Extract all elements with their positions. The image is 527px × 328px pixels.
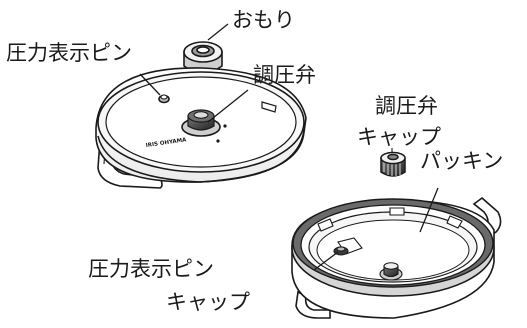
label-regulator-valve: 調圧弁 <box>253 63 316 87</box>
brand-mark: IRIS OHYAMA <box>145 137 187 149</box>
label-packing: パッキン <box>420 149 504 173</box>
label-pressure-pin: 圧力表示ピン <box>6 41 132 65</box>
leader-pressure-pin <box>139 73 161 96</box>
leader-regulator-valve <box>207 89 249 123</box>
leader-packing <box>419 187 439 233</box>
inner-pot <box>291 196 502 319</box>
label-regulator-cap-line2: キャップ <box>357 125 441 149</box>
label-omori: おもり <box>232 8 295 32</box>
leader-lines <box>139 73 439 271</box>
label-pin-cap-line1: 圧力表示ピン <box>88 257 214 281</box>
regulator-cap-part <box>380 148 406 177</box>
label-pin-cap-line2: キャップ <box>166 290 250 314</box>
lid <box>95 67 307 189</box>
label-regulator-cap-line1: 調圧弁 <box>375 94 438 118</box>
leader-pin-cap <box>313 251 339 271</box>
